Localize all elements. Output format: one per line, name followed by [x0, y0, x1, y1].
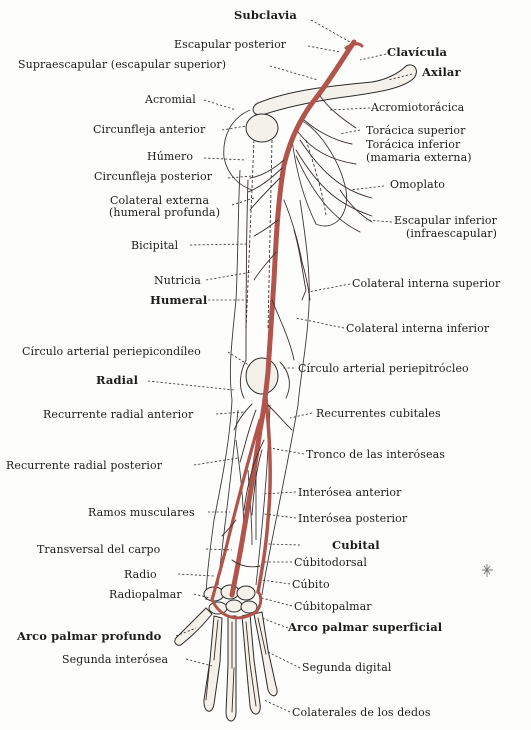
- label-acromiotoracica: Acromiotorácica: [371, 101, 464, 114]
- label-ramos-musculares: Ramos musculares: [88, 506, 195, 519]
- label-circulo-periepicondileo: Círculo arterial periepicondíleo: [22, 345, 201, 358]
- label-recurrente-radial-anterior: Recurrente radial anterior: [43, 408, 193, 421]
- label-escapular-inferior: Escapular inferior: [394, 214, 497, 227]
- humerus-outline: [246, 140, 272, 330]
- label-bicipital: Bicipital: [131, 239, 178, 252]
- label-radial: Radial: [96, 374, 138, 387]
- label-infraescapular: (infraescapular): [406, 227, 497, 240]
- label-colateral-externa: Colateral externa: [110, 195, 209, 206]
- label-recurrente-radial-posterior: Recurrente radial posterior: [6, 459, 162, 472]
- label-toracica-inferior: Torácica inferior: [366, 138, 460, 151]
- label-toracica-superior: Torácica superior: [366, 124, 465, 137]
- label-circunfleja-posterior: Circunfleja posterior: [94, 170, 212, 183]
- label-supraescapular: Supraescapular (escapular superior): [18, 58, 226, 71]
- label-circulo-periepitrocleo: Círculo arterial periepitrócleo: [298, 362, 469, 375]
- label-colateral-interna-inferior: Colateral interna inferior: [346, 322, 489, 335]
- ink-mark: [482, 564, 493, 577]
- label-interosea-anterior: Interósea anterior: [298, 486, 401, 499]
- label-humeral: Humeral: [150, 294, 207, 307]
- label-cubitopalmar: Cúbitopalmar: [294, 600, 372, 613]
- label-circunfleja-anterior: Circunfleja anterior: [93, 123, 205, 136]
- label-humero: Húmero: [147, 150, 193, 163]
- arm-outline-medial: [262, 200, 309, 595]
- label-arco-palmar-superficial: Arco palmar superficial: [288, 621, 442, 634]
- label-recurrentes-cubitales: Recurrentes cubitales: [316, 407, 441, 420]
- radius-bone: [218, 410, 238, 585]
- fingers: [204, 612, 277, 721]
- label-cubital: Cubital: [332, 539, 380, 552]
- label-radiopalmar: Radiopalmar: [109, 588, 182, 601]
- label-cubito: Cúbito: [292, 578, 330, 591]
- label-mamaria-externa: (mamaria externa): [366, 151, 472, 164]
- label-escapular-posterior: Escapular posterior: [174, 38, 286, 51]
- scapula-dashed: [306, 140, 326, 215]
- label-transversal-carpo: Transversal del carpo: [37, 543, 160, 556]
- scapula-outline: [292, 120, 347, 226]
- label-segunda-interosea: Segunda interósea: [62, 653, 168, 666]
- label-clavicula: Clavícula: [387, 46, 447, 59]
- label-subclavia: Subclavia: [234, 9, 297, 22]
- label-colaterales-dedos: Colaterales de los dedos: [292, 706, 431, 719]
- elbow-joint: [246, 358, 278, 394]
- label-interosea-posterior: Interósea posterior: [298, 512, 407, 525]
- label-tronco-interoseas: Tronco de las interóseas: [306, 448, 445, 461]
- label-segunda-digital: Segunda digital: [302, 661, 391, 674]
- humeral-head: [246, 114, 278, 142]
- label-omoplato: Omoplato: [390, 178, 445, 191]
- thumb: [175, 608, 212, 645]
- label-axilar: Axilar: [422, 66, 461, 79]
- label-colateral-interna-superior: Colateral interna superior: [352, 277, 500, 290]
- label-acromial: Acromial: [145, 93, 196, 106]
- label-radio: Radio: [124, 568, 157, 581]
- label-nutricia: Nutricia: [154, 274, 201, 287]
- label-cubitodorsal: Cúbitodorsal: [294, 556, 367, 569]
- label-humeral-profunda: (humeral profunda): [109, 207, 220, 218]
- label-arco-palmar-profundo: Arco palmar profundo: [17, 630, 161, 643]
